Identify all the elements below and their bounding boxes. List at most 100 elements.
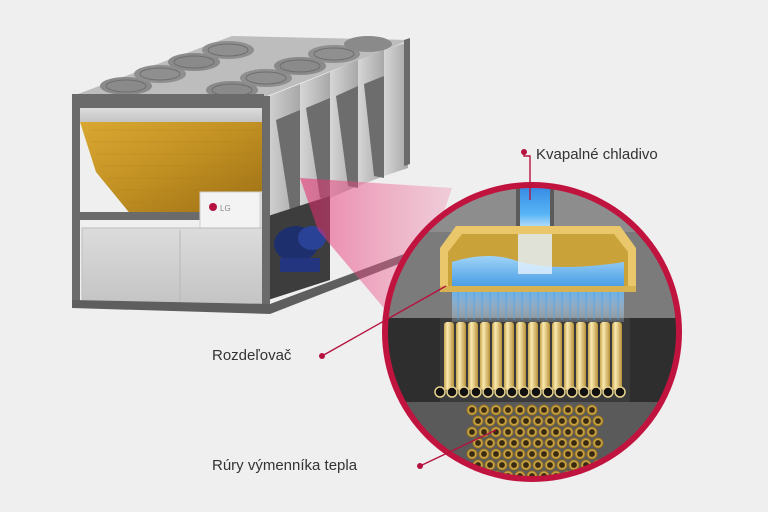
heat-exchanger-tube [552, 322, 562, 390]
heat-exchanger-tube [564, 322, 574, 390]
tube-end [494, 386, 506, 398]
tube-end [446, 386, 458, 398]
bundle-tube [532, 459, 544, 471]
bundle-tube [544, 415, 556, 427]
bundle-tube [472, 415, 484, 427]
bundle-tube [592, 415, 604, 427]
tube-bundle-lower [466, 404, 604, 478]
control-box: LG [199, 188, 268, 233]
bundle-tube [586, 470, 598, 478]
bundle-tube [526, 448, 538, 460]
bundle-tube [538, 426, 550, 438]
bundle-tube [544, 437, 556, 449]
tube-end [602, 386, 614, 398]
bundle-tube [550, 426, 562, 438]
heat-exchanger-tube [492, 322, 502, 390]
top-beam [74, 94, 264, 108]
bundle-tube [490, 404, 502, 416]
bundle-tube [538, 404, 550, 416]
lower-cabinet [81, 227, 269, 305]
bundle-tube [502, 404, 514, 416]
refrigerant-inlet-pipe [520, 186, 550, 234]
tube-end [530, 386, 542, 398]
tube-end [518, 386, 530, 398]
bundle-tube [556, 437, 568, 449]
bundle-tube [466, 426, 478, 438]
label-heat-exchanger-tubes: Rúry výmenníka tepla [212, 457, 358, 474]
bundle-tube [556, 459, 568, 471]
bundle-tube [580, 415, 592, 427]
bundle-tube [526, 426, 538, 438]
bundle-tube [484, 437, 496, 449]
bundle-tube [496, 437, 508, 449]
leader-tubes [419, 429, 497, 467]
heat-exchanger-tube [444, 322, 454, 390]
spray-nozzles [452, 292, 624, 322]
bundle-tube [508, 459, 520, 471]
compressor-area [268, 196, 330, 300]
tube-end [590, 386, 602, 398]
bundle-tube [544, 459, 556, 471]
bundle-tube [586, 404, 598, 416]
heat-exchanger-tube [480, 322, 490, 390]
bundle-tube [502, 426, 514, 438]
bundle-tube [466, 404, 478, 416]
chiller-unit: LG [72, 36, 410, 314]
bundle-tube [508, 415, 520, 427]
bundle-tube [490, 448, 502, 460]
bundle-tube [574, 404, 586, 416]
tube-end [554, 386, 566, 398]
bundle-tube [532, 437, 544, 449]
tube-end [578, 386, 590, 398]
tube-end [542, 386, 554, 398]
bundle-tube [496, 459, 508, 471]
bundle-tube [568, 415, 580, 427]
heat-exchanger-tube [456, 322, 466, 390]
bundle-tube [574, 448, 586, 460]
heat-exchanger-tube [468, 322, 478, 390]
tube-end [614, 386, 626, 398]
heat-exchanger-tube [516, 322, 526, 390]
base-frame [72, 254, 404, 314]
bundle-tube [484, 415, 496, 427]
heat-exchanger-tube [612, 322, 622, 390]
bundle-tube [502, 448, 514, 460]
tube-end [470, 386, 482, 398]
top-panel [78, 108, 266, 122]
label-liquid-refrigerant: Kvapalné chladivo [536, 146, 658, 163]
bundle-tube [520, 415, 532, 427]
heat-exchanger-tube [576, 322, 586, 390]
bundle-tube [514, 426, 526, 438]
bundle-tube [562, 448, 574, 460]
bundle-tube [550, 448, 562, 460]
coil-texture [90, 129, 260, 203]
tube-end [458, 386, 470, 398]
distributor-tray [440, 226, 636, 292]
leader-distributor [321, 285, 447, 357]
bundle-tube [526, 404, 538, 416]
bundle-tube [520, 459, 532, 471]
tube-end [482, 386, 494, 398]
lg-logo-icon [209, 203, 217, 211]
bundle-tube [532, 415, 544, 427]
bundle-tube [466, 470, 478, 478]
bundle-tube [556, 415, 568, 427]
heat-exchanger-tube [504, 322, 514, 390]
tube-end [434, 386, 446, 398]
bundle-tube [592, 437, 604, 449]
heat-exchanger-tube [600, 322, 610, 390]
bundle-tube [496, 415, 508, 427]
bundle-tube [508, 437, 520, 449]
bundle-tube [562, 426, 574, 438]
bundle-tube [514, 404, 526, 416]
bundle-tube [478, 448, 490, 460]
heat-exchanger-tube [588, 322, 598, 390]
bundle-tube [466, 448, 478, 460]
bundle-tube [586, 426, 598, 438]
bundle-tube [568, 437, 580, 449]
tube-bank-upper [444, 322, 622, 390]
tube-ends-row [434, 386, 626, 398]
bundle-tube [478, 404, 490, 416]
leader-dots [319, 149, 527, 469]
